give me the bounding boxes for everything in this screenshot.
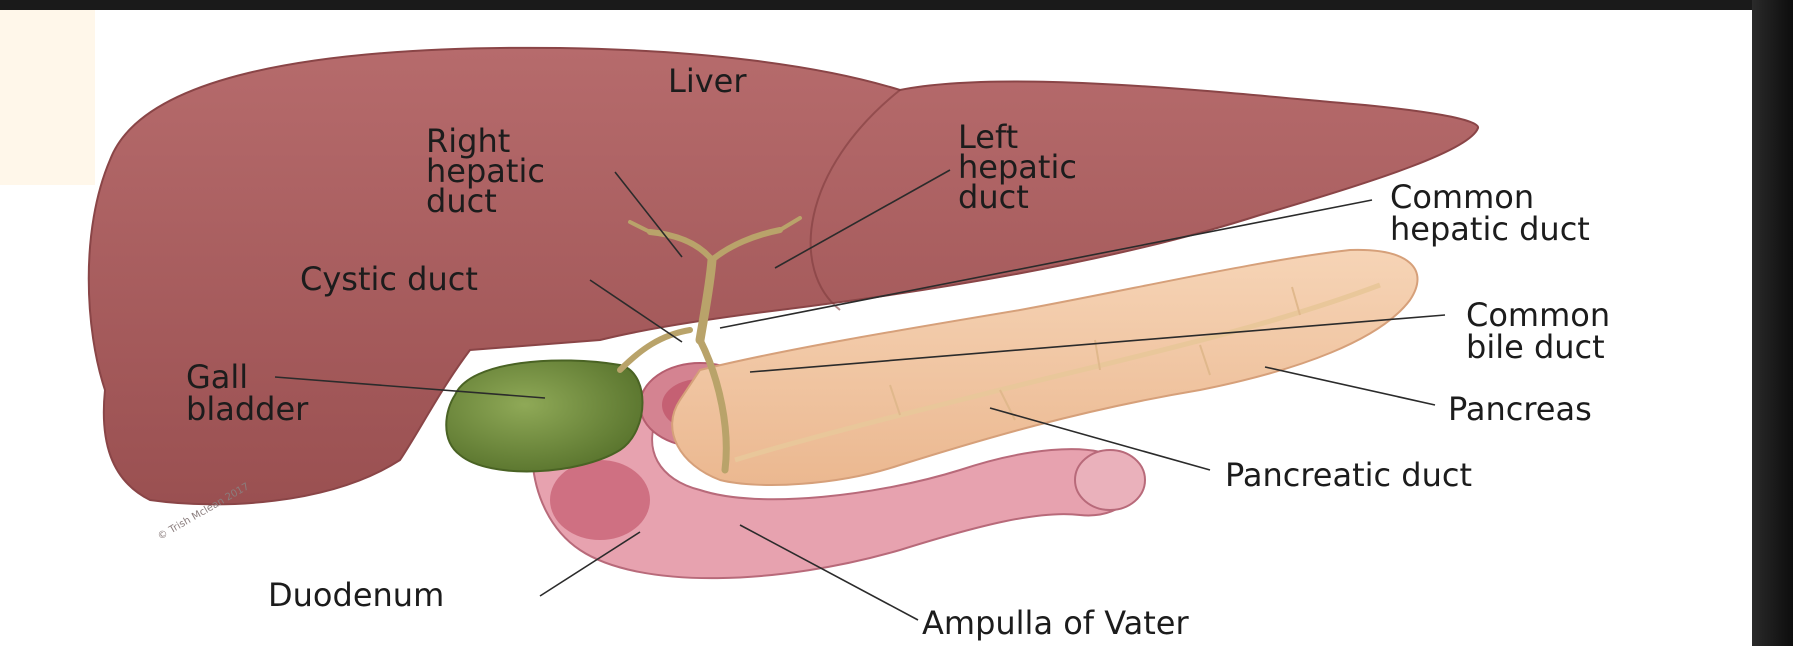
label-left-hepatic-3: duct xyxy=(958,178,1029,216)
anatomy-diagram: Liver Right hepatic duct Left hepatic du… xyxy=(0,10,1752,646)
label-cystic-duct: Cystic duct xyxy=(300,260,478,298)
label-ampulla-of-vater: Ampulla of Vater xyxy=(922,604,1189,642)
label-gall-2: bladder xyxy=(186,390,309,428)
right-border xyxy=(1752,0,1793,646)
gallbladder-shape xyxy=(446,360,642,471)
label-liver: Liver xyxy=(668,62,747,100)
label-common-hepatic-2: hepatic duct xyxy=(1390,210,1590,248)
label-pancreatic-duct: Pancreatic duct xyxy=(1225,456,1472,494)
duodenum-end xyxy=(1075,450,1145,510)
label-right-hepatic-3: duct xyxy=(426,182,497,220)
top-border xyxy=(0,0,1793,10)
diagram-frame: Liver Right hepatic duct Left hepatic du… xyxy=(0,10,1752,646)
duodenum-lumen xyxy=(550,460,650,540)
label-pancreas: Pancreas xyxy=(1448,390,1592,428)
label-common-bile-2: bile duct xyxy=(1466,328,1605,366)
label-duodenum: Duodenum xyxy=(268,576,444,614)
